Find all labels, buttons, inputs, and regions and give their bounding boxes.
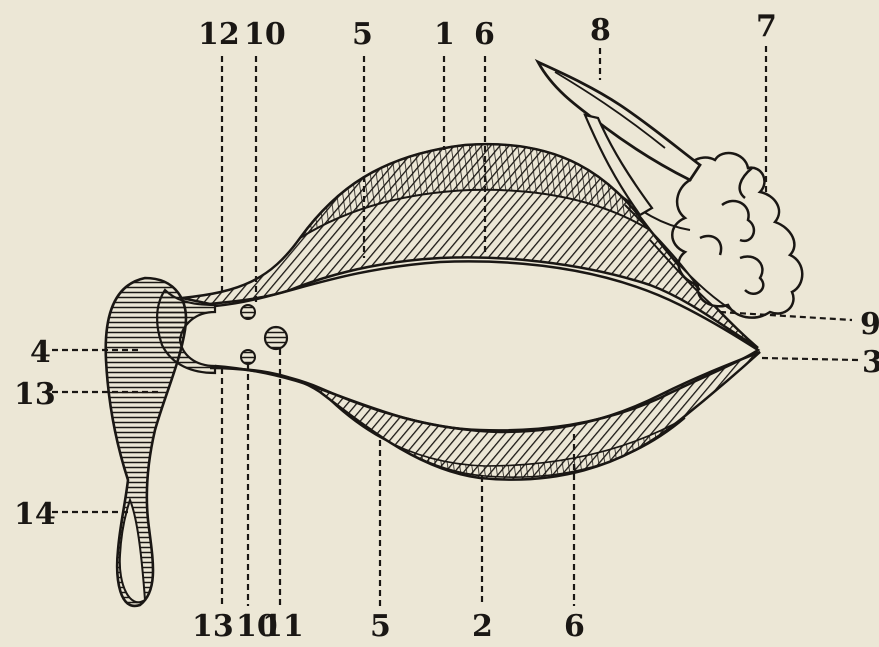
label-2: 2 — [472, 609, 493, 642]
label-4: 4 — [30, 335, 51, 370]
node-upper-10 — [241, 305, 255, 319]
label-12: 12 — [198, 17, 240, 52]
bulb-appendage — [106, 278, 186, 606]
node-11 — [265, 327, 287, 349]
label-9: 9 — [860, 307, 879, 342]
label-13-bottom: 13 — [192, 609, 234, 642]
node-lower-10 — [241, 350, 255, 364]
label-8: 8 — [590, 13, 611, 48]
label-10-top: 10 — [244, 17, 286, 52]
lower-wall — [210, 352, 760, 480]
label-6-top: 6 — [474, 17, 495, 52]
label-11: 11 — [262, 609, 304, 642]
label-5-bottom: 5 — [370, 609, 391, 642]
label-7: 7 — [756, 9, 777, 44]
label-14: 14 — [14, 497, 56, 532]
label-5-top: 5 — [352, 17, 373, 52]
label-1: 1 — [434, 17, 455, 52]
label-3: 3 — [862, 345, 879, 380]
label-13-left: 13 — [14, 377, 56, 412]
leader-3 — [762, 358, 858, 360]
label-6-bottom: 6 — [564, 609, 585, 642]
